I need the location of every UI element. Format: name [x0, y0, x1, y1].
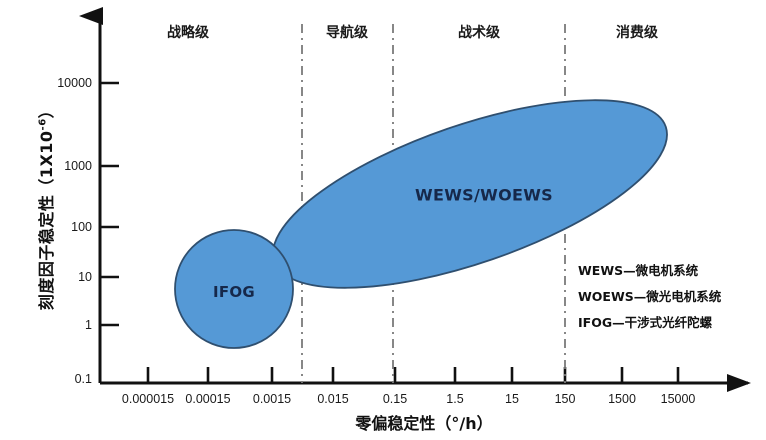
bubble-label-ifog: IFOG — [212, 283, 256, 301]
legend-line-woews: WOEWS—微光电机系统 — [578, 289, 722, 304]
y-axis-title: 刻度因子稳定性（1X10-6） — [33, 66, 57, 346]
x-tick-label-9: 1500 — [608, 392, 636, 406]
x-tick-label-5: 0.15 — [382, 392, 408, 406]
legend-line-ifog: IFOG—干涉式光纤陀螺 — [578, 315, 713, 330]
y-tick-label-1: 1 — [85, 318, 92, 332]
x-tick-label-10: 15000 — [660, 392, 696, 406]
y-tick-label-0.1: 0.1 — [74, 372, 92, 386]
grade-label-navigation: 导航级 — [326, 25, 368, 41]
y-tick-label-100: 100 — [71, 220, 92, 234]
y-axis-title-tail: ） — [37, 101, 56, 119]
x-tick-label-3: 0.0015 — [252, 392, 292, 406]
x-tick-label-2: 0.00015 — [185, 392, 231, 406]
y-tick-label-1000: 1000 — [64, 159, 92, 173]
x-tick-label-4: 0.015 — [317, 392, 349, 406]
legend-line-wews: WEWS—微电机系统 — [578, 263, 699, 278]
y-axis-title-exponent: -6 — [37, 118, 49, 131]
grade-label-strategic: 战略级 — [167, 25, 209, 41]
bubble-ifog — [174, 229, 294, 349]
x-axis-ticks — [146, 367, 680, 383]
y-axis-title-main: 刻度因子稳定性（1X10 — [37, 130, 56, 311]
y-tick-label-10000: 10000 — [57, 76, 92, 90]
x-tick-label-1: 0.000015 — [121, 392, 175, 406]
x-tick-label-6: 1.5 — [446, 392, 464, 406]
y-tick-label-10: 10 — [78, 270, 92, 284]
bubble-label-wews-woews: WEWS/WOEWS — [415, 185, 553, 205]
band-dividers — [301, 24, 566, 383]
grade-label-tactical: 战术级 — [458, 25, 500, 41]
x-axis-title: 零偏稳定性（°/h） — [355, 414, 493, 433]
grade-label-consumer: 消费级 — [616, 25, 658, 41]
legend: WEWS—微电机系统 WOEWS—微光电机系统 IFOG—干涉式光纤陀螺 — [578, 258, 762, 336]
x-tick-label-8: 150 — [554, 392, 576, 406]
y-axis-ticks — [100, 81, 119, 327]
x-tick-label-7: 15 — [505, 392, 519, 406]
